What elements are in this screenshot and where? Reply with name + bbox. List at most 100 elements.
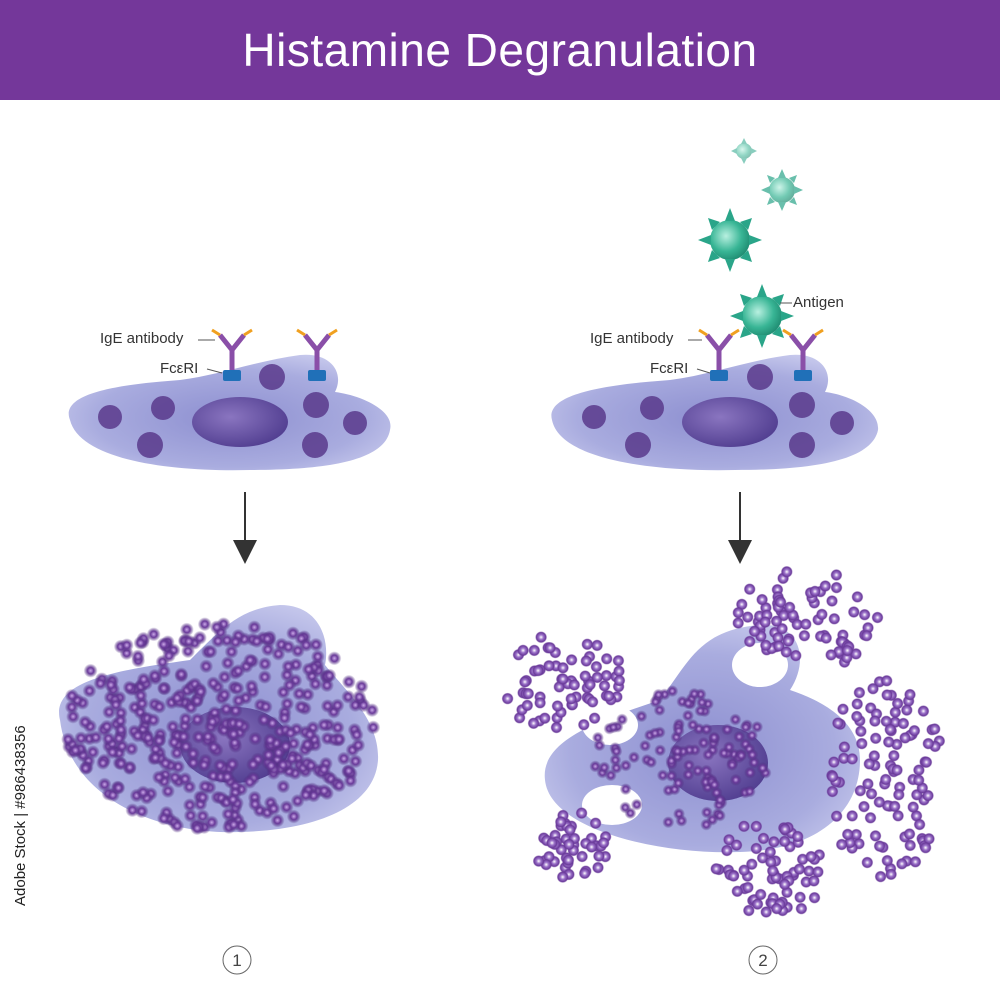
- granule: [783, 601, 796, 614]
- granule: [767, 835, 780, 848]
- granule: [261, 747, 276, 762]
- granule: [591, 671, 604, 684]
- granule: [205, 714, 220, 729]
- granule: [231, 693, 246, 708]
- granule: [855, 737, 868, 750]
- resting-mast-cell-left: [68, 354, 391, 471]
- granule: [612, 654, 625, 667]
- granule: [170, 691, 185, 705]
- granule: [532, 664, 545, 677]
- granule: [880, 674, 893, 687]
- granule: [750, 820, 763, 833]
- granule: [348, 754, 363, 769]
- granule: [147, 668, 162, 683]
- granule: [756, 593, 769, 606]
- granule: [649, 727, 661, 740]
- granule: [131, 649, 145, 664]
- granule: [869, 829, 882, 842]
- granule: [257, 712, 271, 727]
- granule: [575, 807, 588, 820]
- granule: [682, 768, 695, 781]
- granule: [586, 695, 599, 708]
- granule: [922, 737, 935, 750]
- granule: [103, 677, 118, 692]
- granule: [610, 745, 623, 758]
- step-marker-1: 1: [222, 945, 252, 975]
- granule: [811, 865, 824, 878]
- granule: [652, 688, 665, 701]
- granule: [277, 711, 292, 725]
- granule: [613, 674, 626, 687]
- granule: [628, 751, 640, 764]
- ige-antibody-right-1: [698, 328, 740, 381]
- granule: [885, 868, 898, 881]
- granule: [301, 662, 316, 677]
- granule: [528, 644, 541, 657]
- granule: [732, 617, 745, 629]
- granule: [257, 670, 272, 684]
- granule: [64, 688, 79, 703]
- granule: [827, 756, 840, 769]
- title-banner: Histamine Degranulation: [0, 0, 1000, 100]
- granule: [688, 687, 701, 700]
- granule: [757, 832, 770, 845]
- granule: [551, 700, 564, 712]
- granule: [565, 692, 578, 705]
- fceri-label-right: FcεRI: [650, 360, 688, 377]
- granule: [600, 669, 613, 682]
- granule: [179, 622, 194, 637]
- granule: [281, 639, 296, 654]
- granule: [770, 902, 783, 915]
- granule: [598, 679, 611, 692]
- granule: [190, 693, 205, 708]
- granule: [619, 801, 632, 814]
- granule: [741, 611, 754, 624]
- granule: [230, 681, 245, 696]
- granule: [791, 830, 804, 843]
- granule: [152, 699, 167, 714]
- granule: [152, 733, 167, 748]
- granule: [219, 702, 234, 717]
- granule: [697, 736, 710, 749]
- granule: [83, 663, 98, 678]
- granule: [580, 655, 593, 667]
- granule: [204, 815, 219, 830]
- granule: [161, 784, 175, 799]
- granule: [708, 778, 721, 791]
- granule: [750, 842, 763, 855]
- granule: [854, 784, 867, 797]
- granule: [122, 680, 137, 695]
- granule: [748, 625, 761, 638]
- granule: [181, 634, 196, 649]
- granule: [517, 644, 530, 657]
- granule: [124, 741, 139, 756]
- granule: [518, 675, 531, 688]
- granule: [151, 770, 166, 785]
- granule: [808, 891, 821, 904]
- granule: [61, 732, 76, 747]
- ige-antibody-left-2: [296, 328, 338, 381]
- inner-granules: [589, 685, 772, 831]
- granule: [892, 788, 905, 801]
- granule: [819, 580, 832, 592]
- granule: [330, 720, 345, 735]
- granule: [220, 656, 235, 670]
- granule: [662, 816, 675, 829]
- granule: [97, 777, 112, 792]
- granule: [825, 648, 838, 661]
- granule: [521, 699, 534, 712]
- granule: [119, 638, 134, 653]
- granule: [174, 667, 189, 682]
- granule: [203, 644, 218, 659]
- granule: [635, 710, 648, 723]
- granule: [206, 676, 221, 691]
- granule: [743, 635, 756, 648]
- granule: [778, 823, 791, 836]
- granule: [249, 634, 264, 649]
- granule: [577, 718, 590, 731]
- granule: [320, 699, 335, 713]
- granule: [568, 678, 581, 691]
- granule: [864, 811, 877, 824]
- granule: [795, 902, 808, 915]
- granule: [710, 862, 723, 875]
